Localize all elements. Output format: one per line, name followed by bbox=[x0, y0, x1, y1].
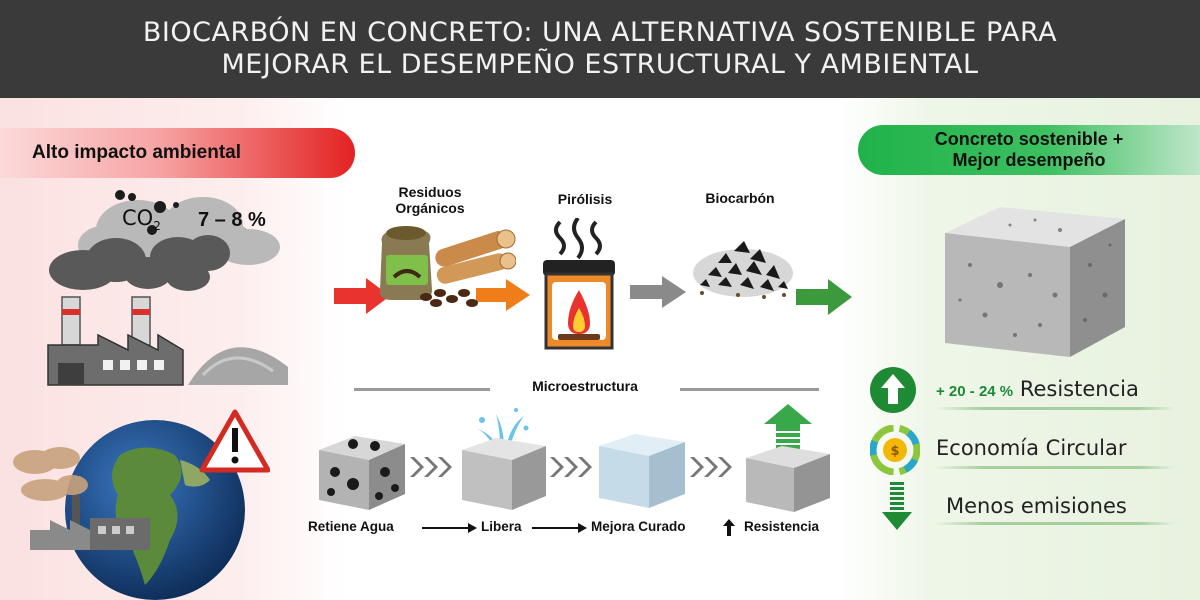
organic-waste-icon bbox=[379, 226, 516, 307]
pyrolysis-reactor-icon bbox=[543, 218, 615, 350]
benefit-underline-1 bbox=[935, 407, 1175, 410]
step-residuos-line-2: Orgánicos bbox=[395, 200, 465, 216]
page-title-line-2: MEJORAR EL DESEMPEÑO ESTRUCTURAL Y AMBIE… bbox=[221, 49, 979, 80]
water-release-cube-icon bbox=[462, 408, 546, 510]
flow-resistencia: Resistencia bbox=[744, 519, 820, 534]
benefit-less-emissions: Menos emisiones bbox=[946, 494, 1127, 518]
factory-pollution-icon bbox=[47, 190, 288, 386]
flow-mejora-curado: Mejora Curado bbox=[591, 519, 686, 534]
impact-banner-label: Alto impacto ambiental bbox=[32, 142, 242, 163]
co2-bubble: CO2 bbox=[118, 200, 178, 240]
gray-arrow-icon bbox=[630, 276, 686, 308]
circular-economy-icon: $ bbox=[870, 425, 920, 475]
strength-percent: + 20 - 24 % bbox=[936, 383, 1014, 400]
porous-biochar-cube-icon bbox=[319, 436, 405, 510]
benefit-circular-economy: Economía Circular bbox=[936, 436, 1127, 460]
orange-arrow-icon bbox=[476, 279, 530, 311]
up-arrow-icon bbox=[723, 519, 735, 536]
benefit-underline-2 bbox=[935, 466, 1175, 469]
biochar-pile-icon bbox=[693, 241, 793, 299]
step-biocarbon-label: Biocarbón bbox=[705, 190, 775, 206]
red-arrow-icon bbox=[334, 278, 390, 314]
benefit-underline-3 bbox=[935, 522, 1175, 525]
microstructure-title: Microestructura bbox=[490, 378, 680, 394]
chevrons-icon-1 bbox=[410, 457, 452, 477]
cured-cube-icon bbox=[599, 434, 685, 508]
strength-label: Resistencia bbox=[1019, 377, 1139, 401]
flow-arrow-2-icon bbox=[532, 523, 587, 533]
sustainable-banner-line-1: Concreto sostenible + bbox=[934, 129, 1124, 149]
flow-libera: Libera bbox=[481, 519, 522, 534]
co2-percentage: 7 – 8 % bbox=[198, 209, 266, 231]
header-banner: BIOCARBÓN EN CONCRETO: UNA ALTERNATIVA S… bbox=[0, 0, 1200, 98]
sustainable-banner: Concreto sostenible + Mejor desempeño bbox=[858, 125, 1200, 175]
sustainable-concrete-block-icon bbox=[945, 207, 1125, 357]
step-pirolisis-label: Pirólisis bbox=[557, 191, 613, 207]
sustainable-banner-line-2: Mejor desempeño bbox=[952, 150, 1106, 170]
impact-banner: Alto impacto ambiental bbox=[0, 128, 355, 178]
green-arrow-icon bbox=[796, 279, 852, 315]
flow-arrow-1-icon bbox=[422, 523, 477, 533]
stronger-cube-icon bbox=[746, 404, 830, 512]
co2-text: CO bbox=[122, 206, 154, 230]
flow-retiene-agua: Retiene Agua bbox=[308, 519, 394, 534]
svg-text:$: $ bbox=[890, 444, 899, 459]
step-residuos-label: Residuos Orgánicos bbox=[375, 184, 485, 216]
step-residuos-line-1: Residuos bbox=[398, 184, 462, 200]
co2-formula: CO2 bbox=[122, 206, 161, 233]
planet-emissions-icon bbox=[13, 409, 270, 600]
page-title-line-1: BIOCARBÓN EN CONCRETO: UNA ALTERNATIVA S… bbox=[142, 17, 1058, 48]
chevrons-icon-3 bbox=[690, 457, 732, 477]
strength-up-icon bbox=[870, 367, 916, 413]
chevrons-icon-2 bbox=[550, 457, 592, 477]
co2-subscript: 2 bbox=[153, 219, 161, 234]
benefit-strength: + 20 - 24 % Resistencia bbox=[936, 377, 1139, 401]
emissions-down-icon bbox=[882, 482, 912, 530]
